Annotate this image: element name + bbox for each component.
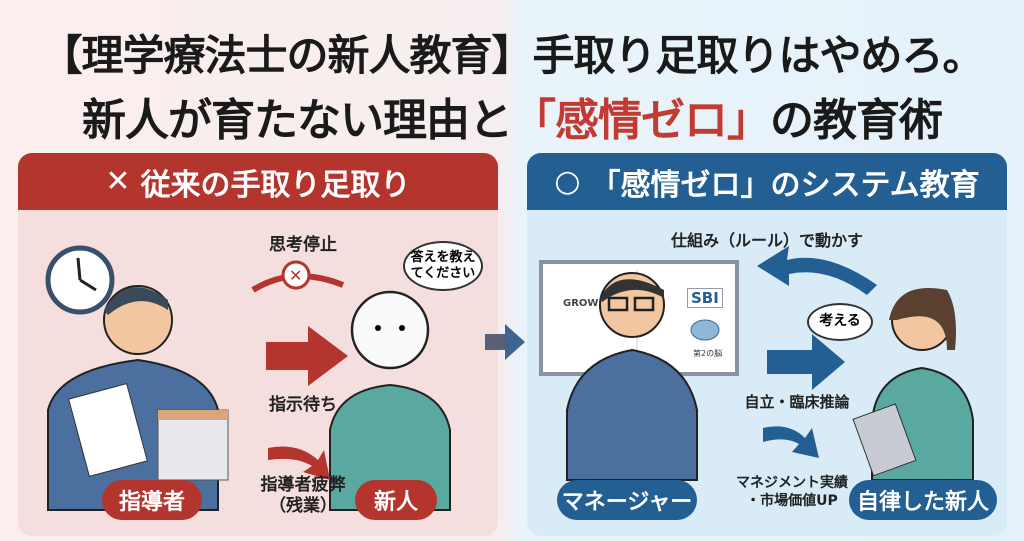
paper-stack-icon (157, 409, 229, 481)
system-education-panel: ○ 「感情ゼロ」のシステム教育 仕組み（ルール）で動かす 自立・臨床推論 マネジメ… (527, 153, 1007, 536)
traditional-header: ✕ 従来の手取り足取り (18, 153, 498, 210)
thought-bubble: 考える (807, 303, 873, 341)
waiting-arrow (266, 326, 348, 386)
clipboard-icon (68, 382, 148, 478)
title-line-2: 新人が育たない理由と「感情ゼロ」の教育術 (0, 84, 1024, 148)
exhaustion-arrow (268, 446, 330, 480)
manager-figure (566, 272, 698, 481)
system-heading: 「感情ゼロ」のシステム教育 (590, 167, 980, 203)
autonomy-arrow (767, 334, 845, 390)
label-mentor-exhaustion: 指導者疲弊 (260, 475, 346, 495)
title-line-1: 【理学療法士の新人教育】手取り足取りはやめろ。 (40, 31, 984, 80)
title-suffix: の教育術 (770, 95, 943, 146)
title-prefix: 新人が育たない理由と (82, 95, 513, 146)
label-waiting-instructions: 指示待ち (269, 395, 337, 415)
speech-bubble: 答えを教えてください (403, 241, 483, 291)
traditional-heading: 従来の手取り足取り (140, 167, 411, 203)
speech-line: 答えを教え (410, 249, 476, 265)
svg-text:✕: ✕ (289, 266, 302, 285)
brain-icon (690, 319, 720, 341)
rules-arrow (757, 246, 877, 295)
system-header: ○ 「感情ゼロ」のシステム教育 (527, 153, 1007, 210)
traditional-method-panel: ✕ 従来の手取り足取り ✕ 思考停止 指示待ち 指導者疲弊 （残業） 答えを教えて… (18, 153, 498, 536)
label-stopped-thinking: 思考停止 (269, 235, 337, 255)
label-autonomy-reasoning: 自立・臨床推論 (744, 393, 850, 411)
mentor-label: 指導者 (102, 480, 202, 520)
speech-line: てください (410, 266, 476, 281)
newbie-figure (329, 290, 451, 511)
label-overtime: （残業） (269, 496, 337, 516)
label-market-value: ・市場価値UP (746, 493, 838, 509)
transition-arrow-icon (485, 324, 525, 360)
results-arrow (763, 426, 819, 458)
manager-label: マネージャー (557, 480, 697, 520)
autonomous-newbie-label: 自律した新人 (849, 480, 997, 520)
clock-icon (45, 245, 115, 315)
label-management-results: マネジメント実績 (736, 475, 848, 491)
clipboard-icon (852, 403, 917, 477)
stopped-thinking-arrow: ✕ (251, 260, 345, 293)
board-sbi: SBI (687, 288, 723, 308)
title-highlight: 「感情ゼロ」 (512, 95, 771, 146)
newbie-label: 新人 (355, 480, 437, 520)
circle-icon: ○ (554, 164, 581, 199)
manager-illustration (539, 246, 974, 481)
board-second-brain: 第2の脳 (693, 349, 723, 358)
label-run-by-rules: 仕組み（ルール）で動かす (670, 231, 863, 250)
board-grow: GROW (563, 298, 599, 309)
cross-icon: ✕ (105, 164, 131, 199)
stressed-mentor-illustration: ✕ (45, 245, 451, 511)
